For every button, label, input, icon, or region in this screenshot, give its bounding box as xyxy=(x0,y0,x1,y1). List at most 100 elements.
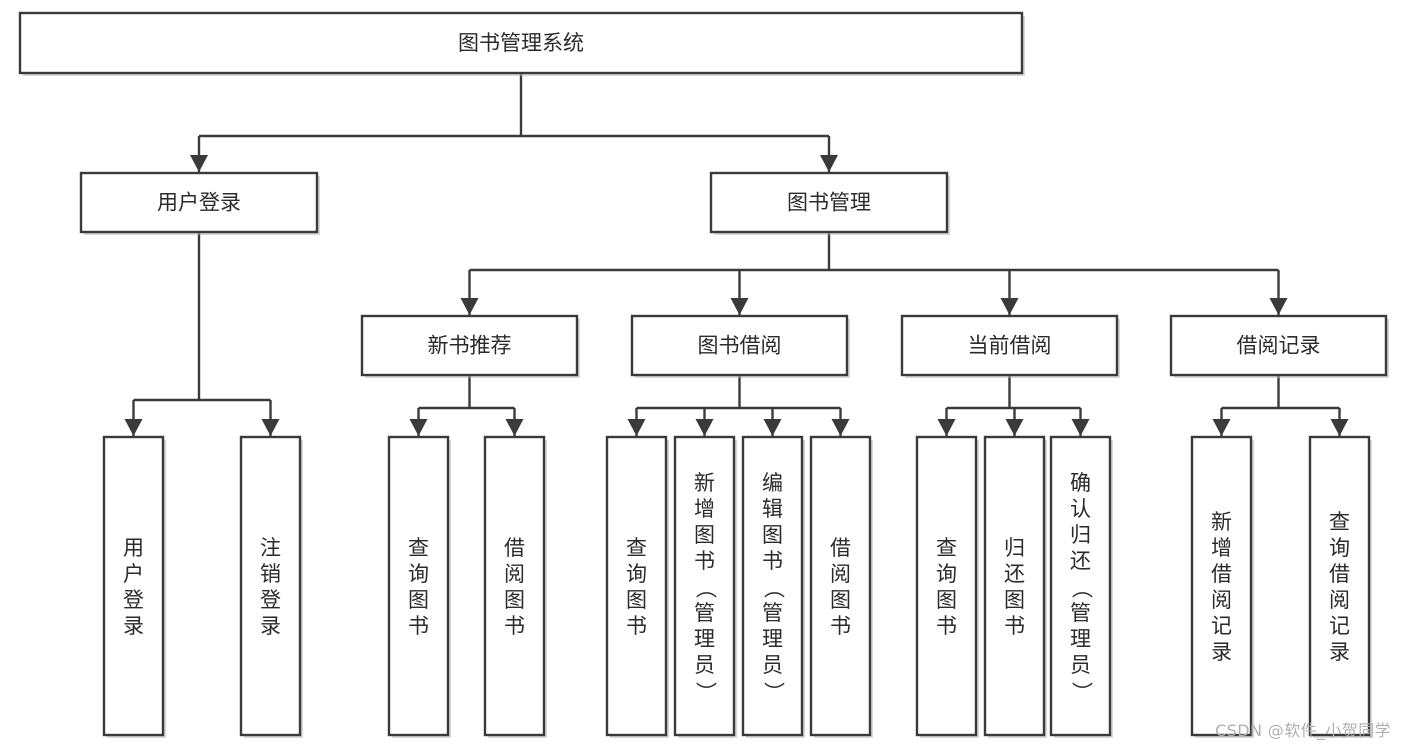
node-root[interactable]: 图书管理系统 xyxy=(18,11,1025,76)
node-rect xyxy=(605,435,668,737)
node-label-char: ） xyxy=(762,682,786,703)
node-label-char: 增 xyxy=(694,497,715,521)
node-label-char: 书 xyxy=(830,614,851,638)
node-label-char: 录 xyxy=(1211,640,1232,664)
node-label-char: 询 xyxy=(626,562,647,586)
arrow-head-icon xyxy=(460,298,479,315)
node-label-char: 图 xyxy=(762,523,783,547)
node-label-char: 录 xyxy=(123,614,144,638)
node-label-char: 书 xyxy=(626,614,647,638)
node-current-borrow[interactable]: 当前借阅 xyxy=(900,314,1120,378)
node-label-char: 辑 xyxy=(762,497,783,521)
node-label-char: （ xyxy=(694,578,718,599)
node-label-char: 员 xyxy=(762,653,783,677)
node-label-char: 图 xyxy=(504,588,525,612)
node-label-char: 借 xyxy=(1211,562,1232,586)
node-label-char: 图 xyxy=(408,588,429,612)
node-rect xyxy=(630,314,849,377)
node-label-char: 阅 xyxy=(1211,588,1232,612)
node-label-char: 图 xyxy=(1004,588,1025,612)
node-label-char: 归 xyxy=(1004,536,1025,560)
arrow-head-icon xyxy=(261,419,280,436)
node-rect xyxy=(102,435,165,737)
node-label-char: 查 xyxy=(936,536,957,560)
node-label-char: 图 xyxy=(626,588,647,612)
arrow-head-icon xyxy=(730,298,749,315)
nodes-layer: 图书管理系统用户登录图书管理新书推荐图书借阅当前借阅借阅记录用户登录注销登录查询… xyxy=(18,11,1389,738)
node-leaf-user-login[interactable]: 用户登录 xyxy=(102,435,166,738)
node-label-char: 注 xyxy=(260,536,281,560)
node-label-char: 新 xyxy=(694,471,715,495)
node-label-char: 认 xyxy=(1070,497,1091,521)
node-label-char: 录 xyxy=(1329,640,1350,664)
watermark-label: CSDN @软件_小贺同学 xyxy=(1215,721,1391,740)
node-label-char: 还 xyxy=(1070,549,1091,573)
node-rect xyxy=(809,435,872,737)
node-label-char: （ xyxy=(1070,578,1094,599)
arrow-head-icon xyxy=(1212,419,1231,436)
node-rect xyxy=(741,435,804,737)
node-label-char: 查 xyxy=(626,536,647,560)
node-label-char: 询 xyxy=(1329,536,1350,560)
node-rect xyxy=(79,171,319,234)
node-label-char: 确 xyxy=(1070,471,1091,495)
node-label-char: 借 xyxy=(830,536,851,560)
node-rect xyxy=(387,435,450,737)
node-label: 图书管理 xyxy=(787,191,871,215)
node-label: 图书管理系统 xyxy=(458,31,584,55)
node-label-char: 登 xyxy=(123,588,144,612)
node-label-char: 户 xyxy=(123,562,144,586)
node-user-login[interactable]: 用户登录 xyxy=(79,171,320,235)
arrow-head-icon xyxy=(820,155,838,172)
arrow-head-icon xyxy=(1005,419,1024,436)
node-label-char: 阅 xyxy=(504,562,525,586)
node-new-book-recommend[interactable]: 新书推荐 xyxy=(360,314,580,378)
node-label-char: ） xyxy=(694,682,718,703)
node-label-char: 理 xyxy=(762,627,783,651)
arrow-head-icon xyxy=(627,419,646,436)
node-label-char: 询 xyxy=(936,562,957,586)
node-label-char: ） xyxy=(1070,682,1094,703)
arrow-head-icon xyxy=(1330,419,1349,436)
arrow-head-icon xyxy=(505,419,524,436)
node-rect xyxy=(1308,435,1371,737)
node-rect xyxy=(673,435,736,737)
node-label: 图书借阅 xyxy=(698,334,782,358)
node-label-char: 图 xyxy=(936,588,957,612)
node-label-char: 员 xyxy=(694,653,715,677)
node-borrow-record[interactable]: 借阅记录 xyxy=(1169,314,1389,378)
arrow-head-icon xyxy=(1000,298,1019,315)
node-label: 新书推荐 xyxy=(428,334,512,358)
node-rect xyxy=(900,314,1119,377)
node-book-borrow[interactable]: 图书借阅 xyxy=(630,314,850,378)
node-label-char: 录 xyxy=(260,614,281,638)
node-label-char: 阅 xyxy=(1329,588,1350,612)
node-label-char: （ xyxy=(762,578,786,599)
node-rect xyxy=(709,171,949,234)
node-label: 借阅记录 xyxy=(1237,334,1321,358)
node-rect xyxy=(360,314,579,377)
node-label-char: 用 xyxy=(123,536,144,560)
node-rect xyxy=(1049,435,1112,737)
node-label-char: 管 xyxy=(762,601,783,625)
node-label-char: 书 xyxy=(762,549,783,573)
node-label-char: 询 xyxy=(408,562,429,586)
node-book-manage[interactable]: 图书管理 xyxy=(709,171,950,235)
node-label-char: 书 xyxy=(1004,614,1025,638)
node-label-char: 阅 xyxy=(830,562,851,586)
node-rect xyxy=(983,435,1046,737)
